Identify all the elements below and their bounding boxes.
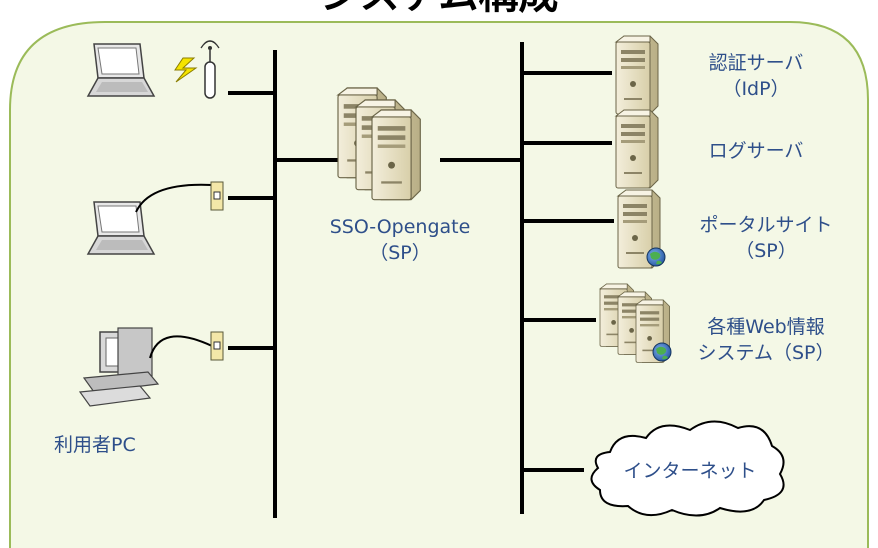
idp-server-name: 認証サーバ (708, 52, 804, 74)
portal-site-name: ポータルサイト (699, 214, 833, 236)
web-systems-name: 各種Web情報 (707, 316, 825, 338)
web-systems-sub: システム（SP） (697, 342, 835, 364)
network-lines (228, 42, 614, 518)
access-point-icon (200, 40, 220, 99)
wireless-signal-icon (174, 57, 198, 83)
web-server-icon (617, 189, 666, 269)
diagram-title: システム構成 (320, 0, 559, 18)
log-server-label: ログサーバ (676, 138, 836, 164)
idp-server-label: 認証サーバ （IdP） (676, 50, 836, 102)
idp-server-icon (615, 35, 659, 115)
portal-site-sub: （SP） (735, 240, 797, 262)
wired-laptop-icon (87, 181, 224, 255)
wireless-laptop-icon (87, 40, 220, 99)
log-server-name: ログサーバ (708, 140, 804, 162)
portal-site-label: ポータルサイト （SP） (676, 212, 856, 264)
globe-icon (652, 342, 672, 362)
internet-label: インターネット (610, 458, 770, 484)
user-pc-name: 利用者PC (54, 434, 136, 456)
sso-opengate-sub: （SP） (369, 242, 431, 264)
wall-jack-icon (210, 331, 224, 361)
sso-opengate-name: SSO-Opengate (329, 216, 471, 238)
idp-server-sub: （IdP） (722, 78, 790, 100)
sso-opengate-label: SSO-Opengate （SP） (300, 214, 500, 266)
web-systems-label: 各種Web情報 システム（SP） (676, 314, 856, 366)
cloud-icon (590, 420, 785, 517)
log-server-icon (615, 109, 659, 189)
user-pc-label: 利用者PC (54, 432, 194, 458)
desktop-pc-icon (78, 327, 224, 407)
internet-name: インターネット (623, 460, 757, 482)
globe-icon (646, 247, 666, 267)
wall-jack-icon (210, 181, 224, 211)
